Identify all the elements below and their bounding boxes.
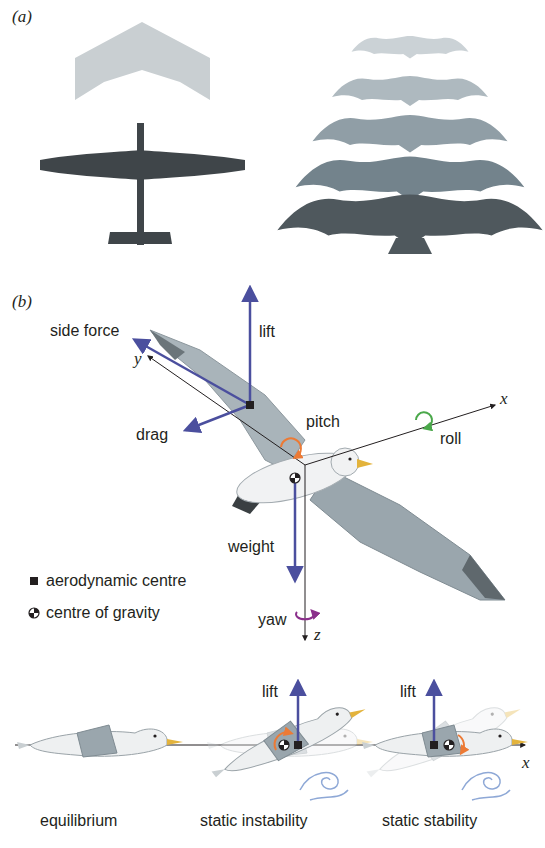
legend-entry: centre of gravity <box>46 604 160 622</box>
legend-text: aerodynamic centre <box>46 572 187 589</box>
rotation-label: roll <box>440 430 461 448</box>
force-label: drag <box>136 426 168 444</box>
state-label: static instability <box>200 812 308 830</box>
axis-letter: z <box>314 626 321 644</box>
axis-letter: x <box>522 754 530 772</box>
rotation-label: pitch <box>306 413 340 431</box>
axis-letter: y <box>134 350 142 368</box>
state-label: equilibrium <box>40 812 117 830</box>
force-label: side force <box>50 322 119 340</box>
force-label: lift <box>400 683 416 701</box>
legend-text: centre of gravity <box>46 604 160 621</box>
panel-letter: (b) <box>12 293 32 311</box>
rotation-label: yaw <box>258 611 286 629</box>
force-label: lift <box>262 683 278 701</box>
force-label: lift <box>259 323 275 341</box>
panel-letter: (a) <box>12 8 32 26</box>
axis-letter: x <box>500 390 508 408</box>
state-label: static stability <box>382 812 477 830</box>
legend-entry: aerodynamic centre <box>46 572 187 590</box>
force-label: weight <box>228 538 274 556</box>
